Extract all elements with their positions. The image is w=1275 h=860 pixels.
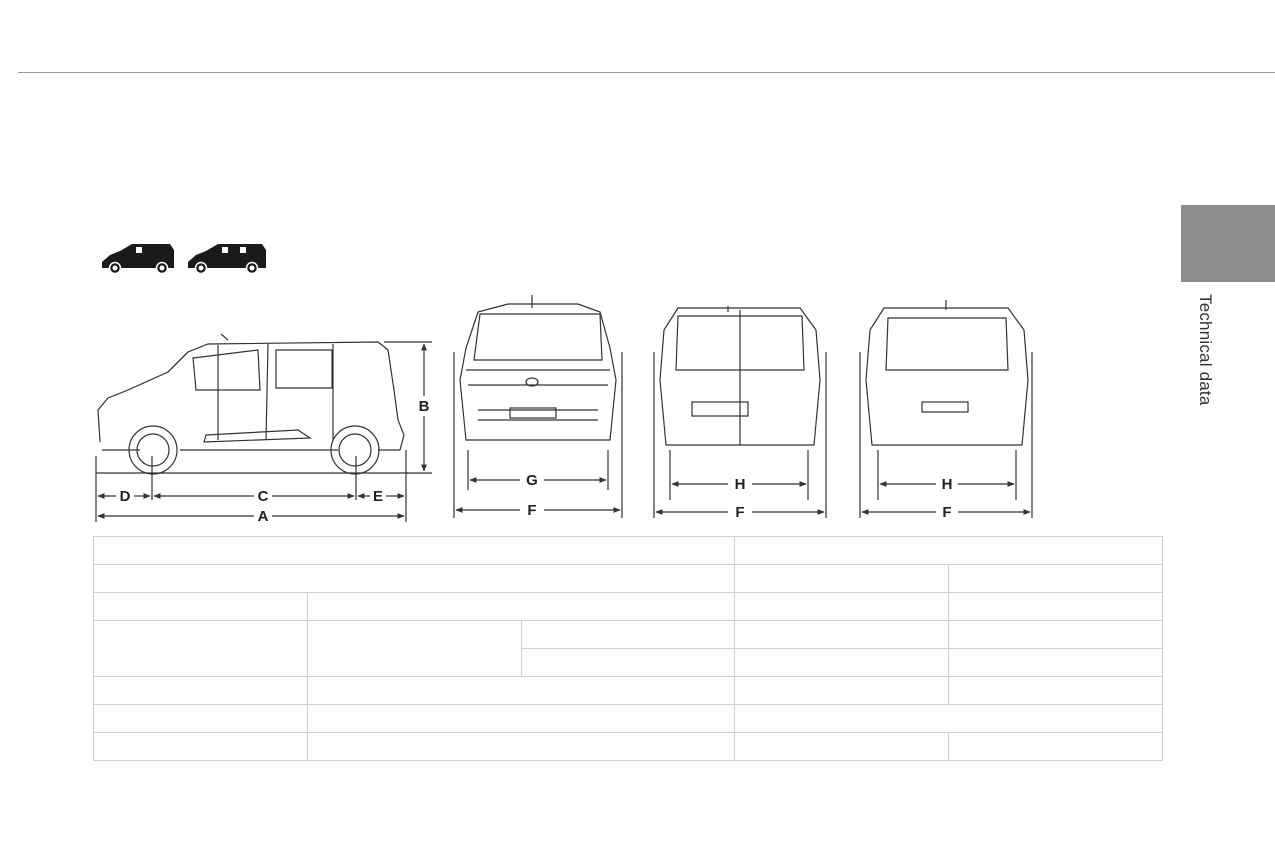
label-f-front: F xyxy=(527,502,536,519)
table-cell xyxy=(306,676,736,705)
section-tab[interactable] xyxy=(1181,205,1275,282)
dimension-letters: D C E A B G F H F H F xyxy=(120,398,953,525)
table-cell xyxy=(948,620,1164,649)
table-cell xyxy=(734,676,950,705)
table-row xyxy=(93,704,1164,733)
table-cell xyxy=(93,732,308,761)
table-cell xyxy=(93,676,308,705)
table-cell xyxy=(306,704,736,733)
table-cell xyxy=(734,564,950,593)
label-g: G xyxy=(526,472,538,489)
van-body-icon xyxy=(102,244,174,275)
dimension-lines xyxy=(97,343,1031,519)
table-cell xyxy=(520,620,736,649)
passenger-body-icon xyxy=(188,244,266,275)
front-view-vehicle xyxy=(453,295,623,518)
table-row xyxy=(93,592,1164,621)
section-tab-label: Technical data xyxy=(1196,294,1215,406)
table-cell xyxy=(734,592,950,621)
table-cell xyxy=(734,620,950,649)
table-cell xyxy=(734,704,1164,733)
table-cell xyxy=(734,648,950,677)
rear-view-estate xyxy=(859,300,1033,518)
table-cell xyxy=(307,620,522,677)
rear-view-van xyxy=(653,306,827,518)
label-h-van: H xyxy=(735,476,746,493)
table-row xyxy=(92,564,1164,593)
label-f-van: F xyxy=(735,504,744,521)
table-row xyxy=(93,620,1164,677)
body-style-icons xyxy=(102,244,266,275)
header-rule xyxy=(18,72,1275,73)
table-cell xyxy=(948,592,1164,621)
label-b: B xyxy=(419,398,430,415)
table-cell xyxy=(93,704,308,733)
table-cell xyxy=(92,564,736,593)
table-cell xyxy=(734,732,950,761)
label-e: E xyxy=(373,488,383,505)
label-a: A xyxy=(258,508,269,525)
label-f-estate: F xyxy=(942,504,951,521)
table-row xyxy=(92,536,1164,565)
dimensions-table xyxy=(92,536,1164,761)
label-c: C xyxy=(258,488,269,505)
table-cell xyxy=(948,648,1164,677)
table-cell xyxy=(734,536,1164,565)
table-cell xyxy=(520,648,736,677)
table-cell xyxy=(306,732,736,761)
label-d: D xyxy=(120,488,131,505)
label-h-estate: H xyxy=(942,476,953,493)
table-cell xyxy=(948,732,1164,761)
table-cell xyxy=(92,536,736,565)
vehicle-dimension-drawing: D C E A B G F H F H F xyxy=(95,295,1033,525)
table-cell xyxy=(306,592,736,621)
table-row xyxy=(93,676,1164,705)
table-cell xyxy=(93,620,308,677)
side-view-vehicle xyxy=(95,333,432,522)
table-cell xyxy=(93,592,308,621)
table-cell xyxy=(948,564,1164,593)
table-row xyxy=(93,732,1164,761)
table-cell xyxy=(948,676,1164,705)
